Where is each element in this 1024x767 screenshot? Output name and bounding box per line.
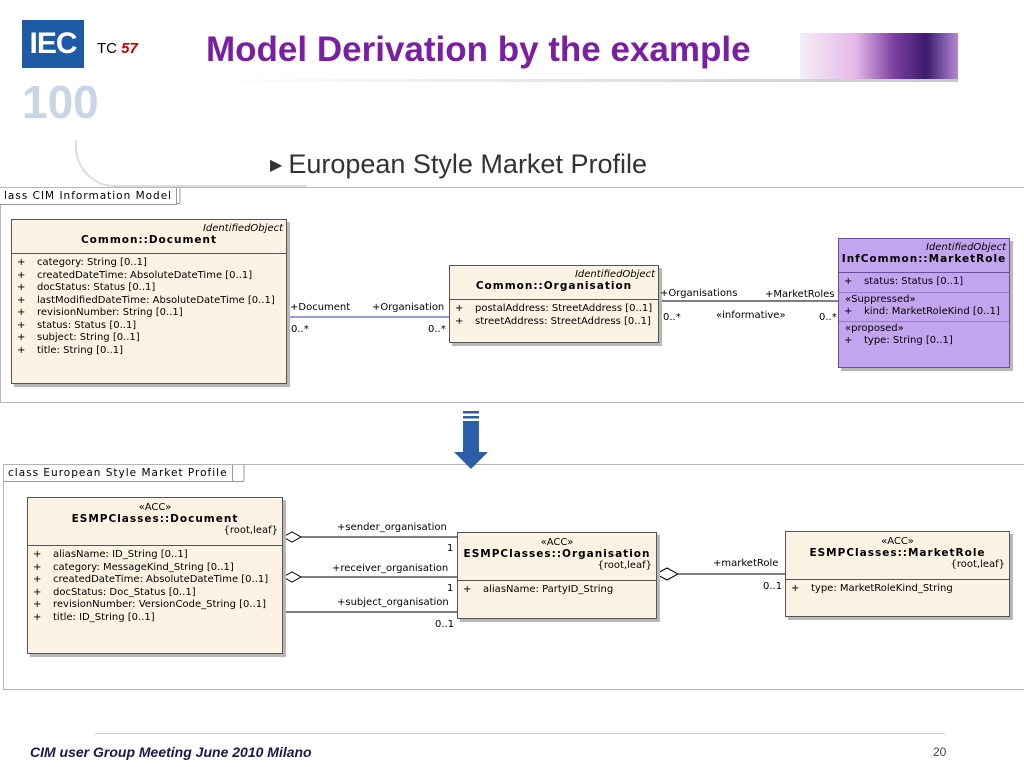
multiplicity-label: 0..* [819,312,837,323]
bottom-package-label: class European Style Market Profile [4,465,233,482]
multiplicity-label: 0..1 [435,619,455,630]
footer-meeting-text: CIM user Group Meeting June 2010 Milano [30,744,312,760]
association-stereotype: «informative» [716,310,786,321]
tc-label: TC 57 [97,40,138,57]
iec-logo: IEC [22,20,84,68]
class-name: ESMPClasses::Organisation [463,548,651,560]
role-label-document: +Document [290,302,351,313]
attribute: +revisionNumber: VersionCode_String [0..… [33,599,267,610]
class-esmp-document[interactable]: «ACC» ESMPClasses::Document {root,leaf} … [27,497,283,654]
class-stereotype: «ACC» [138,502,172,513]
attribute: +createdDateTime: AbsoluteDateTime [0..1… [17,269,253,281]
slide-subtitle: ▶ European Style Market Profile [270,149,647,180]
attribute: +subject: String [0..1] [17,332,140,343]
role-label-subject: +subject_organisation [337,597,449,608]
attribute: +lastModifiedDateTime: AbsoluteDateTime … [17,294,275,306]
role-label-organisations: +Organisations [660,288,738,299]
attribute: +title: String [0..1] [17,344,124,356]
multiplicity-label: 1 [447,583,454,594]
class-tagged-value: {root,leaf} [950,559,1005,570]
class-stereotype: IdentifiedObject [574,269,655,280]
class-header: «ACC» ESMPClasses::Organisation {root,le… [458,533,656,581]
attribute-highlighted: +category: MessageKind_String [0..1] [33,561,234,573]
attribute-list: +category: String [0..1] +createdDateTim… [12,254,286,357]
header-divider [208,79,958,82]
proposed-section-label: «proposed» [839,321,1009,335]
class-name: Common::Organisation [475,280,633,292]
class-common-document[interactable]: IdentifiedObject Common::Document +categ… [11,219,287,384]
diamond-receiver [281,571,303,583]
class-header: IdentifiedObject InfCommon::MarketRole [839,239,1009,273]
class-name: ESMPClasses::MarketRole [809,547,986,559]
attribute: +aliasName: ID_String [0..1] [33,549,188,560]
suppressed-section-label: «Suppressed» [839,291,1009,306]
multiplicity-label: 0..* [291,324,309,335]
multiplicity-label: 1 [447,543,454,554]
attribute: +category: String [0..1] [17,257,147,268]
role-label-receiver: +receiver_organisation [332,563,449,574]
multiplicity-label: 0..1 [763,581,783,592]
attribute: +kind: MarketRoleKind [0..1] [844,305,1000,317]
attribute: +docStatus: Doc_Status [0..1] [33,586,196,598]
class-header: IdentifiedObject Common::Document [12,220,286,254]
class-stereotype: IdentifiedObject [925,242,1006,253]
class-esmp-organisation[interactable]: «ACC» ESMPClasses::Organisation {root,le… [457,532,657,619]
attribute: +docStatus: Status [0..1] [17,282,156,293]
attribute-list: +postalAddress: StreetAddress [0..1] +st… [450,300,658,328]
attribute-list: +aliasName: ID_String [0..1] +category: … [28,546,282,624]
footer-divider [95,733,945,734]
class-tagged-value: {root,leaf} [597,560,652,571]
class-name: Common::Document [80,234,218,246]
slide-title: Model Derivation by the example [206,30,751,69]
attribute: +status: Status [0..1] [17,319,137,331]
bottom-package-frame [3,464,1024,690]
class-stereotype: «ACC» [540,537,574,548]
attribute-list: +type: MarketRoleKind_String [786,580,1009,596]
attribute: +title: ID_String [0..1] [33,611,155,623]
attribute: +createdDateTime: AbsoluteDateTime [0..1… [33,574,269,585]
arrow-bar-1 [463,411,479,414]
class-header: IdentifiedObject Common::Organisation [450,266,658,300]
attribute: +status: Status [0..1] [844,276,964,287]
diamond-marketrole [654,567,680,581]
role-label-sender: +sender_organisation [337,522,447,533]
class-name: ESMPClasses::Document [71,513,239,525]
arrow-bar-2 [463,416,479,419]
subtitle-text: European Style Market Profile [288,149,647,179]
down-arrow-icon [454,421,488,469]
class-infcommon-marketrole[interactable]: IdentifiedObject InfCommon::MarketRole +… [838,238,1010,368]
class-header: «ACC» ESMPClasses::MarketRole {root,leaf… [786,532,1009,580]
iec-100-logo: 100 [22,76,99,128]
class-tagged-value: {root,leaf} [223,525,278,536]
class-common-organisation[interactable]: IdentifiedObject Common::Organisation +p… [449,265,659,343]
class-stereotype: «ACC» [881,536,914,547]
proposed-attribute-list: +type: String [0..1] [839,335,1009,348]
tc-number: 57 [121,40,138,57]
tc-text: TC [97,40,117,57]
role-label-marketrole: +marketRole [713,558,779,569]
diamond-sender [281,531,303,543]
decorative-header-image [800,33,958,81]
attribute: +postalAddress: StreetAddress [0..1] [455,303,653,314]
attribute: +aliasName: PartyID_String [463,584,614,595]
class-header: «ACC» ESMPClasses::Document {root,leaf} [28,498,282,546]
attribute: +revisionNumber: String [0..1] [17,307,183,318]
attribute: +type: String [0..1] [844,335,953,346]
attribute-list: +status: Status [0..1] [839,273,1009,289]
top-package-frame [0,187,1024,403]
class-stereotype: IdentifiedObject [202,223,283,234]
attribute: +type: MarketRoleKind_String [791,583,953,594]
role-label-marketroles: +MarketRoles [765,289,835,300]
class-esmp-marketrole[interactable]: «ACC» ESMPClasses::MarketRole {root,leaf… [785,531,1010,617]
role-label-organisation: +Organisation [372,302,445,313]
class-name: InfCommon::MarketRole [841,253,1007,265]
top-package-label: lass CIM Information Model [0,188,178,205]
attribute: +streetAddress: StreetAddress [0..1] [455,315,651,327]
multiplicity-label: 0..* [663,312,681,323]
bullet-arrow-icon: ▶ [270,157,283,174]
attribute-list: +aliasName: PartyID_String [458,581,656,597]
multiplicity-label: 0..* [428,324,446,335]
suppressed-attribute-list: +kind: MarketRoleKind [0..1] [839,306,1009,319]
page-number: 20 [933,745,947,759]
